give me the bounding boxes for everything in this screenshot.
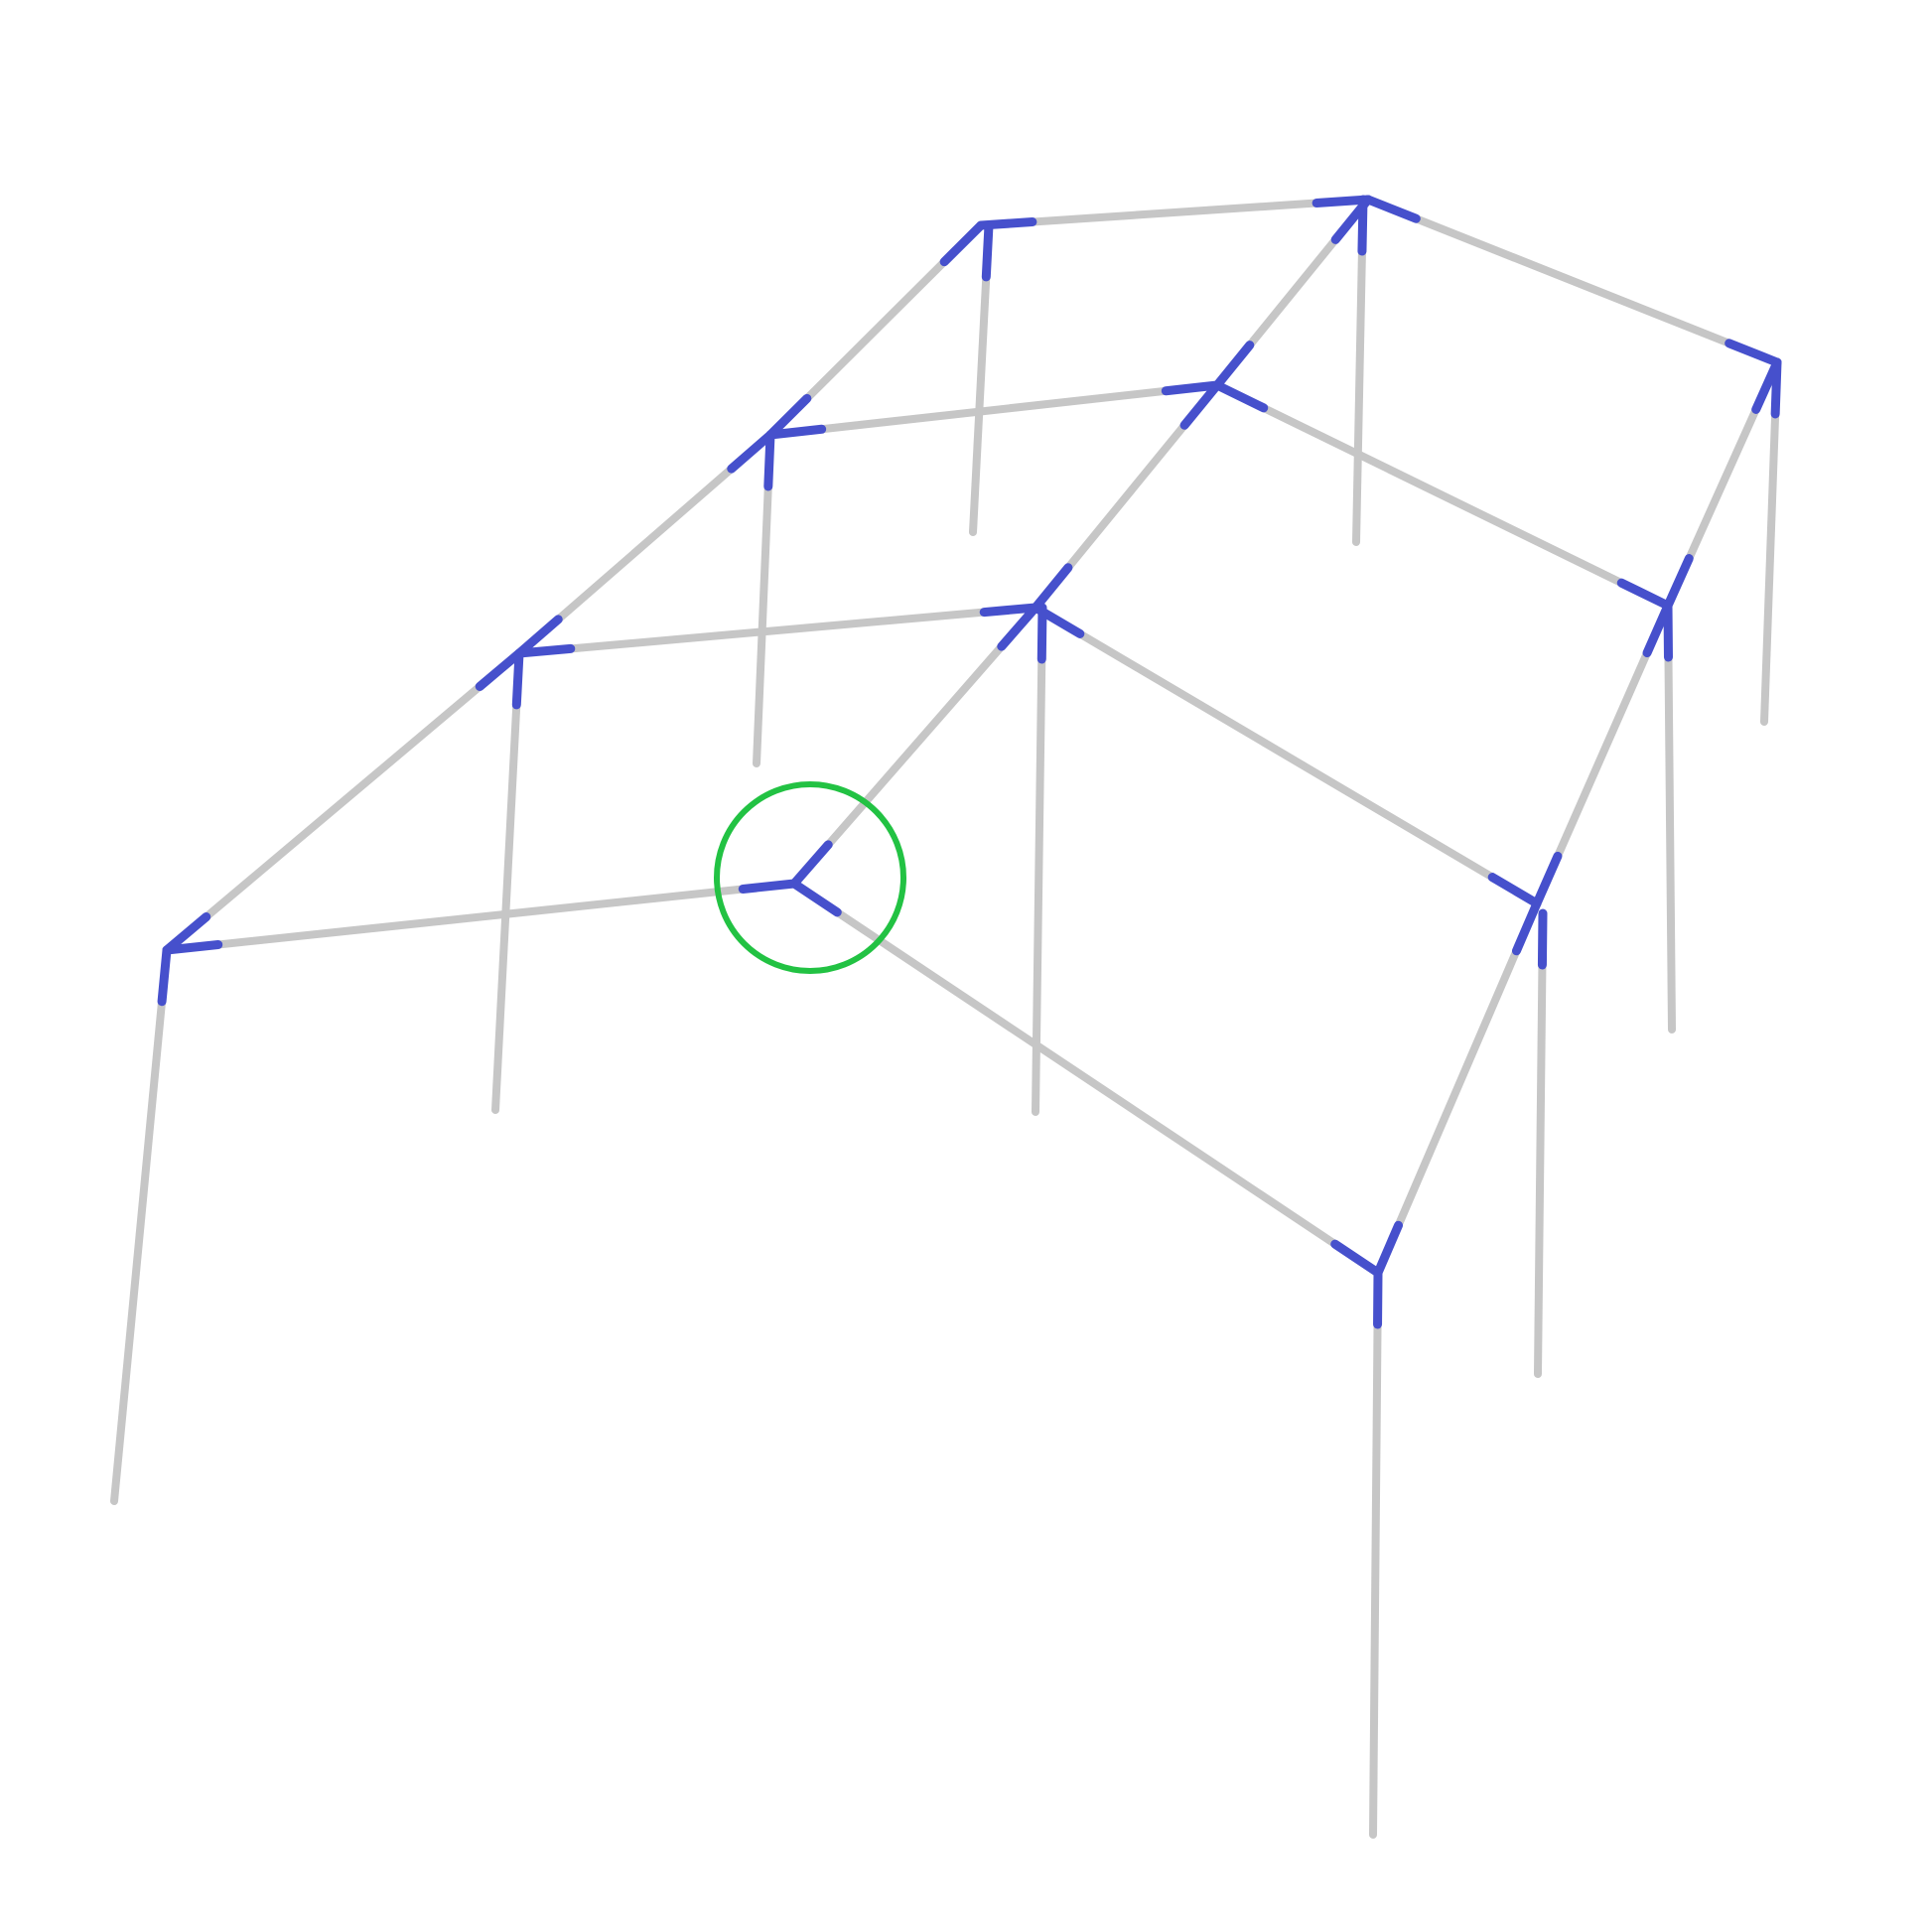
connector-stub bbox=[981, 220, 994, 282]
connector-stub bbox=[1357, 195, 1368, 256]
frame-beam bbox=[1364, 196, 1781, 366]
connector-stub bbox=[1179, 380, 1222, 430]
connector-stub bbox=[1212, 341, 1255, 390]
connector-stub bbox=[511, 648, 524, 710]
connector-stub bbox=[789, 840, 833, 889]
frame-column bbox=[1534, 909, 1547, 1378]
connector-stub bbox=[157, 945, 172, 1007]
frame-column bbox=[1369, 1269, 1382, 1839]
frame-beam bbox=[977, 196, 1372, 229]
connector-stub bbox=[1330, 1239, 1383, 1278]
frame-column bbox=[1760, 358, 1781, 726]
connector-stub bbox=[939, 220, 986, 267]
frame-beam bbox=[163, 880, 798, 954]
connector-stub bbox=[514, 615, 563, 658]
frame-beam bbox=[163, 649, 523, 954]
frame-beam bbox=[790, 880, 1382, 1277]
connector-stub bbox=[1511, 898, 1542, 956]
frame-members bbox=[110, 196, 1781, 1839]
node-connectors bbox=[157, 195, 1782, 1329]
connector-stub bbox=[1363, 195, 1421, 223]
frame-beam bbox=[790, 604, 1039, 888]
connector-stub bbox=[765, 393, 812, 440]
connector-stub bbox=[789, 879, 842, 917]
frame-column bbox=[1664, 602, 1676, 1034]
connector-stub bbox=[162, 940, 223, 955]
frame-column bbox=[1032, 604, 1046, 1116]
frame-beam bbox=[1374, 899, 1541, 1277]
connector-stub bbox=[1212, 380, 1269, 413]
connector-stub bbox=[1770, 357, 1782, 419]
connector-stub bbox=[475, 648, 524, 691]
connector-stub bbox=[1373, 1220, 1404, 1278]
connector-stub bbox=[1616, 578, 1673, 611]
selection-markers bbox=[714, 781, 906, 974]
connector-stub bbox=[765, 424, 827, 440]
connector-stub bbox=[979, 603, 1040, 618]
frame-beam bbox=[766, 381, 1221, 439]
frame-beam bbox=[1032, 604, 1541, 907]
connector-stub bbox=[997, 603, 1040, 651]
frame-column bbox=[110, 946, 171, 1505]
frame-column bbox=[491, 649, 523, 1114]
connector-stub bbox=[763, 430, 775, 491]
connector-stub bbox=[1537, 908, 1548, 970]
connector-stub bbox=[727, 430, 775, 474]
connector-stub bbox=[738, 879, 799, 894]
connector-stub bbox=[1487, 873, 1542, 908]
connector-stub bbox=[1161, 380, 1222, 396]
connector-stub bbox=[162, 912, 211, 955]
frame-beam bbox=[515, 604, 1039, 657]
connector-stub bbox=[1663, 554, 1694, 611]
frame-beam bbox=[1213, 381, 1672, 610]
connector-stub bbox=[514, 643, 576, 658]
connector-stub bbox=[1725, 339, 1782, 367]
connector-stub bbox=[1031, 563, 1073, 613]
connector-stub bbox=[1532, 851, 1563, 908]
frame-column bbox=[1352, 196, 1367, 546]
connector-stub bbox=[1036, 603, 1047, 664]
selected-node-marker bbox=[714, 781, 906, 974]
